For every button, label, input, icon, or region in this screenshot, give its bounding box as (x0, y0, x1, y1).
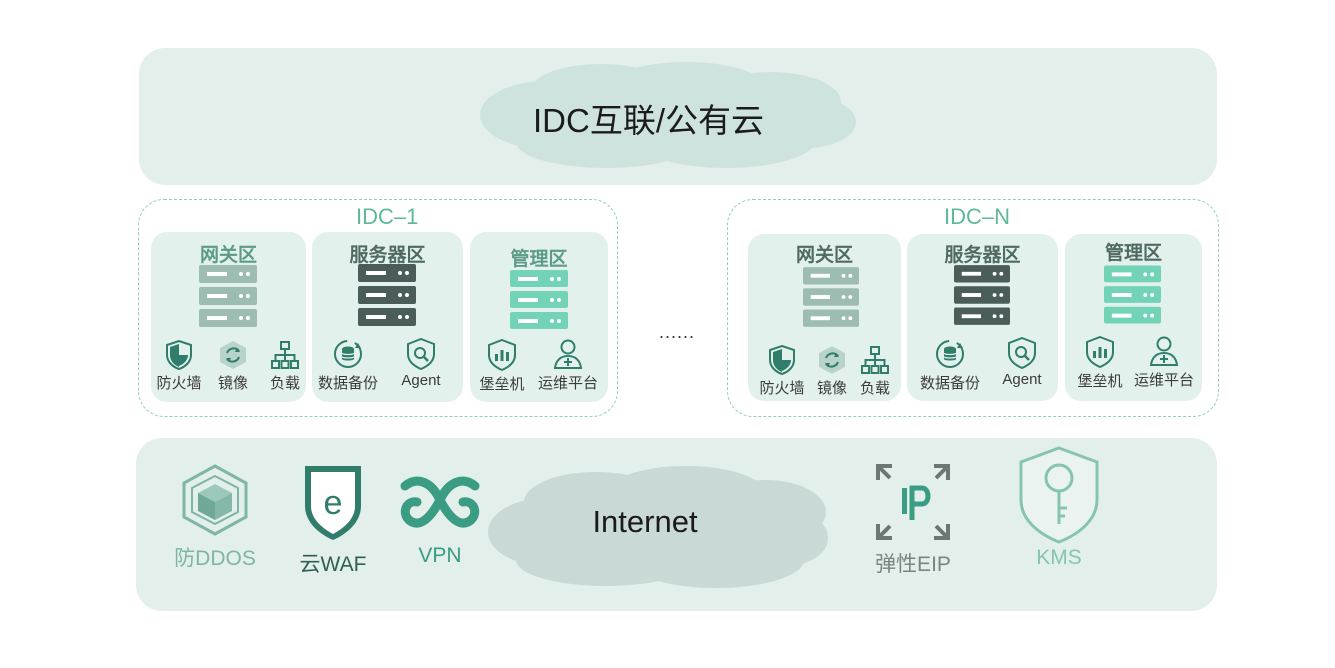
tool-load-balancer: 负载 (835, 345, 915, 398)
load-balancer-tree-icon (861, 346, 889, 374)
zone-title: 服务器区 (944, 245, 1021, 266)
ops-person-icon (553, 339, 583, 369)
kms-key-shield-icon (1019, 446, 1099, 544)
zone-title: 网关区 (795, 245, 853, 266)
zone-title: 管理区 (1104, 243, 1162, 264)
server-icon (510, 270, 568, 329)
idc-1-gateway-zone: 网关区 (151, 232, 306, 402)
service-eip: 弹性EIP (858, 462, 968, 578)
bastion-shield-chart-icon (1086, 336, 1114, 368)
zone-title: 网关区 (199, 245, 257, 266)
tool-firewall: 防火墙 (139, 340, 219, 393)
internet-cloud (488, 466, 828, 588)
waf-shield-icon: e (305, 466, 361, 540)
ellipsis-separator: ...... (659, 322, 696, 342)
ddos-cube-icon (182, 464, 248, 536)
tool-mirror: 镜像 (792, 345, 872, 398)
tool-agent: Agent (982, 337, 1062, 388)
tool-backup: 数据备份 (308, 338, 388, 393)
service-waf: e 云WAF (278, 462, 388, 578)
tool-bastion: 堡垒机 (462, 339, 542, 394)
service-vpn: VPN (385, 472, 495, 568)
tool-firewall: 防火墙 (742, 345, 822, 398)
tool-load-balancer: 负载 (245, 340, 325, 393)
server-icon (954, 265, 1010, 325)
tool-ops-platform: 运维平台 (1124, 335, 1204, 390)
bastion-shield-chart-icon (488, 339, 516, 371)
eip-frame-icon (876, 464, 950, 540)
server-icon (358, 264, 416, 326)
backup-database-icon (936, 340, 964, 368)
vpn-knot-icon (400, 476, 480, 528)
agent-shield-search-icon (407, 338, 435, 370)
service-ddos: 防DDOS (160, 464, 270, 572)
idc-1-group (138, 199, 618, 417)
ops-person-icon (1149, 336, 1179, 366)
service-kms: KMS (1004, 444, 1114, 570)
tool-backup: 数据备份 (910, 338, 990, 393)
tool-agent: Agent (381, 338, 461, 389)
tool-ops-platform: 运维平台 (528, 338, 608, 393)
backup-database-icon (334, 340, 362, 368)
mirror-hexagon-icon (819, 346, 845, 374)
server-icon (199, 265, 257, 327)
firewall-shield-icon (769, 345, 795, 375)
internet-label: Internet (592, 504, 698, 539)
tool-mirror: 镜像 (193, 340, 273, 393)
zone-title: 服务器区 (349, 245, 426, 266)
top-cloud (480, 62, 856, 168)
top-cloud-label: IDC互联/公有云 (533, 102, 764, 139)
server-icon (1104, 265, 1161, 324)
firewall-shield-icon (166, 340, 192, 370)
zone-title: 管理区 (510, 249, 568, 270)
idc-n-group (727, 199, 1219, 417)
idc-n-title: IDC–N (938, 205, 1017, 229)
mirror-hexagon-icon (220, 341, 246, 369)
server-icon (803, 267, 859, 327)
svg-text:e: e (324, 484, 343, 522)
agent-shield-search-icon (1008, 337, 1036, 369)
tool-bastion: 堡垒机 (1060, 336, 1140, 391)
idc-1-title: IDC–1 (350, 205, 425, 229)
load-balancer-tree-icon (271, 341, 299, 369)
